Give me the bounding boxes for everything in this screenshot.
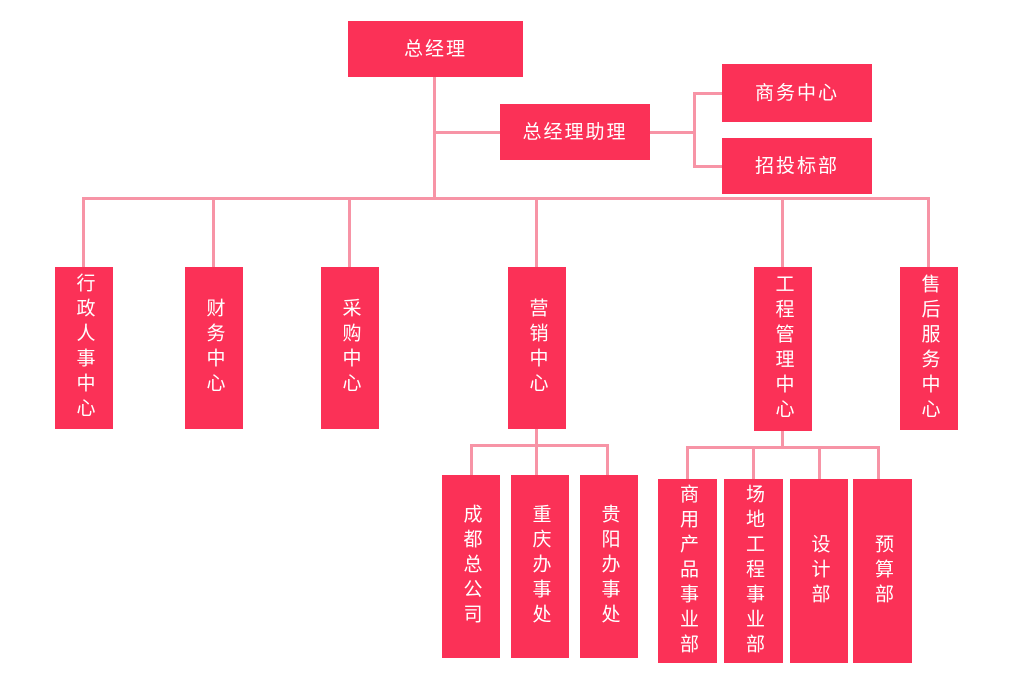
box-label: 工程管理中心 — [772, 274, 795, 424]
connector-drop-commercial — [686, 446, 689, 479]
box-label: 招投标部 — [754, 154, 839, 177]
connector-drop-design — [818, 446, 821, 479]
connector-root-assistant — [435, 131, 500, 134]
connector-root-stem — [433, 77, 436, 200]
box-site-engineering-div[interactable]: 场地工程事业部 — [724, 479, 783, 663]
connector-drop-finance — [212, 200, 215, 267]
box-bidding-dept[interactable]: 招投标部 — [722, 138, 872, 194]
box-label: 采购中心 — [339, 298, 362, 398]
box-engineering-mgmt-center[interactable]: 工程管理中心 — [754, 267, 812, 431]
box-label: 场地工程事业部 — [743, 483, 765, 659]
box-admin-hr-center[interactable]: 行政人事中心 — [55, 267, 113, 429]
box-general-manager[interactable]: 总经理 — [348, 21, 523, 77]
box-budget-dept[interactable]: 预算部 — [853, 479, 912, 663]
connector-drop-marketing — [535, 200, 538, 267]
connector-engineering-stem — [781, 431, 784, 449]
box-label: 总经理助理 — [522, 120, 628, 143]
connector-drop-guiyang — [606, 444, 609, 475]
connector-drop-site-eng — [752, 446, 755, 479]
box-label: 售后服务中心 — [918, 273, 941, 424]
box-label: 商用产品事业部 — [677, 483, 699, 659]
box-label: 预算部 — [872, 533, 894, 609]
box-procurement-center[interactable]: 采购中心 — [321, 267, 379, 429]
box-label: 成都总公司 — [460, 504, 483, 629]
box-finance-center[interactable]: 财务中心 — [185, 267, 243, 429]
box-label: 行政人事中心 — [73, 273, 96, 423]
connector-bidding-dept — [695, 165, 722, 168]
box-chongqing-office[interactable]: 重庆办事处 — [511, 475, 569, 658]
box-design-dept[interactable]: 设计部 — [790, 479, 848, 663]
connector-marketing-stem — [535, 429, 538, 475]
connector-drop-aftersales — [927, 200, 930, 267]
box-label: 财务中心 — [203, 298, 226, 398]
connector-main-rail — [82, 197, 930, 200]
connector-drop-admin-hr — [82, 200, 85, 267]
box-label: 设计部 — [808, 533, 831, 609]
box-label: 总经理 — [403, 37, 467, 60]
box-aftersales-service-center[interactable]: 售后服务中心 — [900, 267, 958, 430]
box-label: 贵阳办事处 — [598, 504, 621, 629]
connector-drop-budget — [877, 446, 880, 479]
box-label: 商务中心 — [754, 81, 839, 104]
box-business-center[interactable]: 商务中心 — [722, 64, 872, 122]
box-chengdu-hq[interactable]: 成都总公司 — [442, 475, 500, 658]
connector-business-center — [695, 92, 722, 95]
box-gm-assistant[interactable]: 总经理助理 — [500, 104, 650, 160]
connector-assistant-bracket — [693, 92, 696, 168]
connector-marketing-bracket — [470, 444, 609, 447]
connector-drop-chengdu — [470, 444, 473, 475]
connector-engineering-bracket — [686, 446, 880, 449]
box-label: 重庆办事处 — [529, 504, 552, 629]
box-commercial-products-div[interactable]: 商用产品事业部 — [658, 479, 717, 663]
box-label: 营销中心 — [526, 298, 549, 398]
box-guiyang-office[interactable]: 贵阳办事处 — [580, 475, 638, 658]
connector-drop-procurement — [348, 200, 351, 267]
connector-assistant-out — [650, 131, 695, 134]
box-marketing-center[interactable]: 营销中心 — [508, 267, 566, 429]
connector-drop-engineering — [781, 200, 784, 267]
